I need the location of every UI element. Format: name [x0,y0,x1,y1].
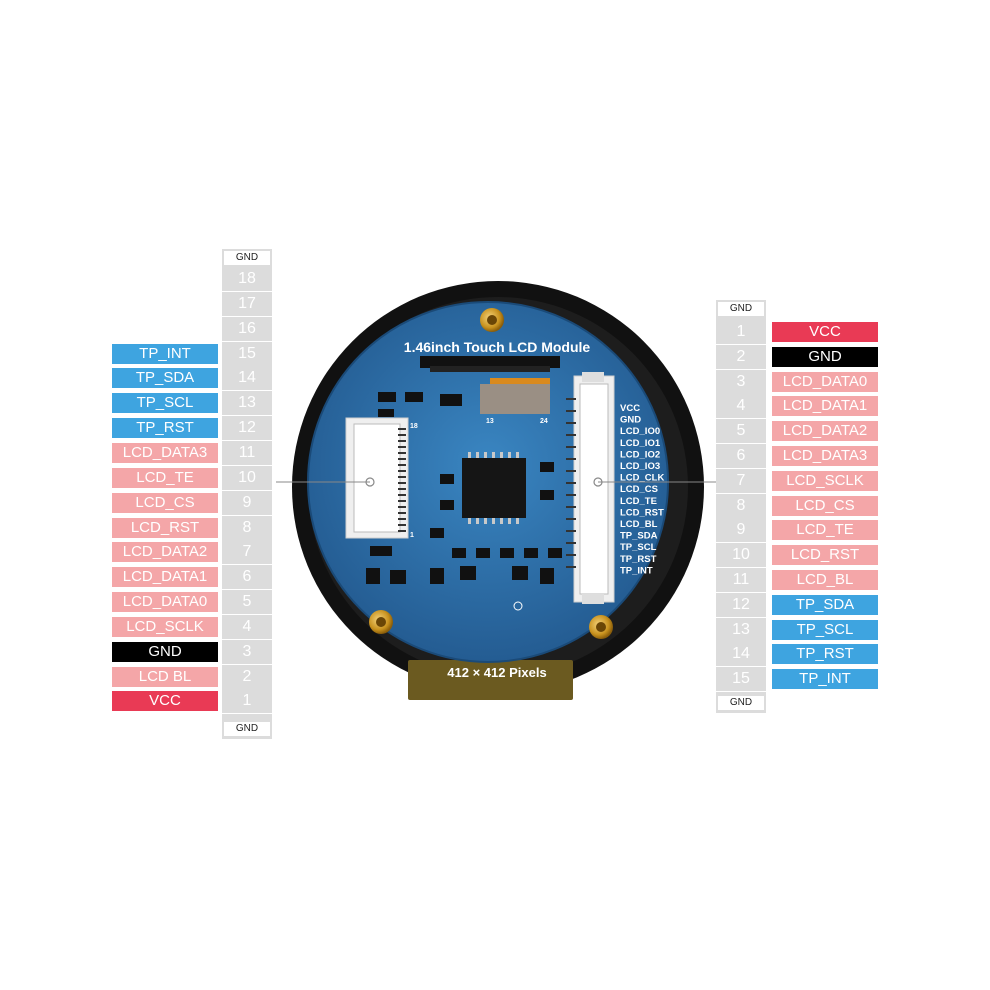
right-pin-number: 5 [716,419,766,445]
left-pin-number: 8 [222,515,272,541]
left-pin-number: 15 [222,341,272,367]
silkscreen-pin-label: LCD_CS [620,484,658,495]
right-pin-number: 15 [716,667,766,693]
right-pin-number: 13 [716,617,766,643]
silkscreen-pin-label: TP_INT [620,565,653,576]
left-pin-number: 4 [222,614,272,640]
right-signal-label: LCD_BL [772,570,878,590]
silkscreen-pin-label: VCC [620,403,640,414]
right-pin-number: 6 [716,444,766,469]
silkscreen-pin-label: LCD_IO1 [620,438,661,449]
right-signal-label: LCD_RST [772,545,878,566]
silkscreen-pin-label: LCD_IO0 [620,426,660,437]
left-pin-number: 6 [222,565,272,591]
right-signal-label: LCD_DATA2 [772,421,878,442]
right-pin-number: 8 [716,493,766,519]
left-signal-label: LCD_RST [112,517,218,538]
left-signal-label: VCC [112,691,218,712]
silkscreen-pin-label: LCD_CLK [620,473,664,484]
svg-text:18: 18 [410,423,418,430]
right-gnd-top: GND [716,300,766,318]
right-pin-number: 2 [716,344,766,370]
left-signal-label: LCD_DATA0 [112,592,218,613]
right-pin-number: 12 [716,592,766,618]
left-pin-number: 17 [222,291,272,317]
left-pin-number: 10 [222,465,272,491]
silkscreen-pin-label: LCD_RST [620,507,664,518]
left-signal-label: GND [112,641,218,662]
right-signal-label: GND [772,346,878,367]
left-fpc-connector: 18 1 [345,417,418,539]
right-signal-label: TP_SDA [772,594,878,615]
silkscreen-pin-label: TP_SDA [620,531,658,542]
left-pin-number: 2 [222,664,272,690]
right-pin-number: 14 [716,642,766,668]
left-signal-label: TP_SDA [112,368,218,389]
left-signal-label: LCD_DATA3 [112,442,218,463]
left-signal-label: LCD_SCLK [112,616,218,637]
left-pin-number: 7 [222,540,272,566]
left-signal-label: LCD_DATA2 [112,542,218,563]
right-signal-label: VCC [772,322,878,342]
right-pin-number: 11 [716,568,766,593]
right-fpc-connector [566,372,615,604]
right-pin-number: 4 [716,394,766,420]
silkscreen-pin-label: LCD_IO3 [620,461,660,472]
driver-ic [462,452,526,524]
left-pin-number: 5 [222,590,272,616]
board-title: 1.46inch Touch LCD Module [404,339,591,355]
silkscreen-pin-label: TP_RST [620,554,657,565]
right-pin-number: 10 [716,543,766,569]
right-signal-label: LCD_CS [772,495,878,516]
left-pin-number: 14 [222,366,272,392]
left-signal-label: TP_SCL [112,393,218,414]
left-signal-label: LCD_DATA1 [112,567,218,588]
left-signal-label: TP_RST [112,418,218,439]
right-gnd-bottom: GND [716,694,766,712]
left-gnd-bottom: GND [222,720,272,738]
silkscreen-pin-label: LCD_IO2 [620,449,660,460]
mark-13: 13 [486,418,494,425]
left-pin-number: 16 [222,316,272,342]
silkscreen-pin-label: LCD_TE [620,496,657,507]
left-signal-label: TP_INT [112,343,218,364]
mounting-screw-right [589,615,613,639]
left-pin-number: 11 [222,440,272,466]
right-signal-label: LCD_TE [772,520,878,541]
left-pin-number: 1 [222,689,272,715]
right-pin-number: 7 [716,468,766,494]
left-pin-number: 9 [222,490,272,516]
svg-text:1: 1 [410,532,414,539]
silkscreen-pin-label: LCD_BL [620,519,658,530]
left-pin-number: 13 [222,391,272,417]
left-signal-label: LCD_CS [112,492,218,513]
mounting-screw-top [480,308,504,332]
silkscreen-pin-label: GND [620,415,641,426]
right-signal-label: TP_INT [772,669,878,690]
left-signal-label: LCD_TE [112,467,218,488]
mounting-screw-left [369,610,393,634]
right-signal-label: TP_SCL [772,619,878,640]
board-resolution: 412 × 412 Pixels [447,665,546,680]
right-signal-label: LCD_SCLK [772,470,878,491]
right-pin-number: 1 [716,320,766,345]
left-signal-label: LCD BL [112,666,218,687]
right-signal-label: LCD_DATA0 [772,371,878,392]
right-pin-number: 3 [716,369,766,395]
left-pin-number: 12 [222,416,272,442]
connector-pin-labels: VCCGNDLCD_IO0LCD_IO1LCD_IO2LCD_IO3LCD_CL… [620,403,664,576]
left-gnd-top: GND [222,249,272,267]
right-signal-label: TP_RST [772,644,878,665]
left-pin-number: 18 [222,267,272,292]
left-pin-number: 3 [222,639,272,665]
right-pin-number: 9 [716,518,766,544]
silkscreen-pin-label: TP_SCL [620,542,657,553]
right-signal-label: LCD_DATA1 [772,396,878,417]
mark-24: 24 [540,418,548,425]
right-signal-label: LCD_DATA3 [772,446,878,466]
